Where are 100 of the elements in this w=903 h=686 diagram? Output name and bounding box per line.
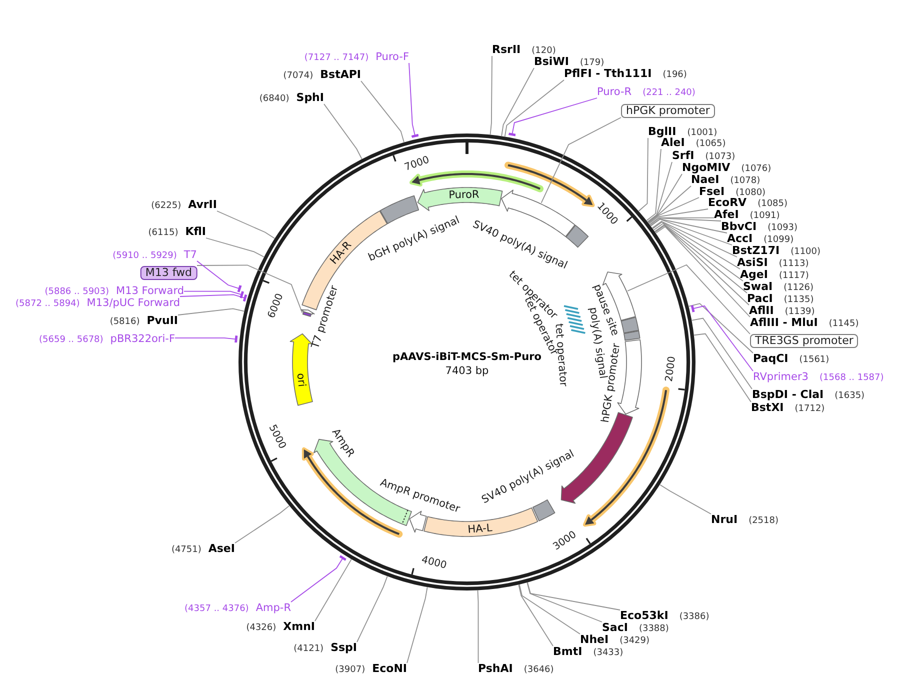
site-position: (1080): [736, 186, 766, 198]
leader-line: [647, 162, 672, 222]
leader-line: [408, 62, 420, 138]
site-position: (6840): [259, 93, 290, 105]
enzyme-name: SrfI: [672, 150, 694, 162]
site-position: (3388): [638, 623, 669, 635]
enzyme-name: KflI: [185, 226, 206, 238]
primer-range: (5659 .. 5678): [39, 334, 104, 346]
leader-line: [654, 225, 750, 306]
site-position: (7074): [283, 70, 314, 82]
enzyme-name: EcoRV: [708, 197, 747, 209]
site-position: (5816): [110, 316, 140, 328]
leader-line: [196, 264, 303, 314]
site-position: (4326): [246, 622, 276, 634]
enzyme-name: AsiSI: [737, 257, 768, 269]
leader-line: [406, 586, 428, 664]
enzyme-name: BstAPI: [320, 69, 361, 81]
site-position: (6225): [151, 200, 182, 212]
scale-number: 5000: [268, 424, 288, 450]
site-position: (1712): [794, 403, 825, 415]
leader-line: [654, 224, 748, 294]
site-position: (4121): [294, 643, 324, 655]
leader-line: [518, 584, 554, 646]
leader-line: [660, 484, 712, 514]
feature-tag: TRE3GS promoter: [750, 334, 858, 348]
site-position: (1078): [730, 175, 760, 187]
site-position: (1145): [828, 318, 859, 330]
site-position: (1100): [790, 246, 821, 258]
feature-name: HA-L: [466, 522, 492, 536]
primer-range: (5910 .. 5929): [112, 250, 177, 262]
site-position: (4751): [171, 544, 202, 556]
leader-line: [648, 186, 692, 223]
enzyme-name: AflII: [749, 305, 774, 317]
leader-line: [646, 148, 662, 221]
site-position: (1073): [705, 151, 736, 163]
leader-line: [526, 582, 602, 622]
primer-name: pBR322ori-F: [110, 333, 175, 345]
leader-line: [216, 210, 276, 239]
site-position: (1117): [778, 270, 809, 282]
leader-line: [653, 222, 744, 282]
site-position: (1076): [741, 163, 772, 175]
feature-name: PuroR: [448, 188, 480, 202]
primer-name: Puro-F: [376, 51, 409, 63]
scale-number: 2000: [664, 356, 677, 382]
leader-line: [477, 590, 479, 664]
enzyme-name: NgoMIV: [682, 162, 730, 174]
enzyme-name: EcoNI: [372, 663, 407, 675]
plasmid-size: 7403 bp: [445, 365, 489, 377]
leader-line: [688, 303, 754, 354]
primer-range: (5886 .. 5903): [44, 286, 110, 298]
leader-line: [174, 334, 238, 344]
leader-line: [314, 558, 352, 622]
leader-line: [206, 238, 264, 258]
enzyme-name: PaqCI: [753, 353, 788, 365]
site-position: (1085): [758, 198, 788, 210]
site-position: (2518): [748, 515, 778, 527]
leader-line: [324, 104, 362, 160]
enzyme-name: PacI: [747, 293, 773, 305]
site-position: (1093): [768, 222, 798, 234]
enzyme-name: FseI: [699, 186, 725, 198]
primer-range: (4357 .. 4376): [184, 603, 249, 615]
site-position: (1113): [778, 258, 809, 270]
enzyme-name: Eco53kI: [620, 610, 668, 622]
leader-line: [527, 582, 620, 610]
leader-line: [196, 260, 242, 294]
leader-line: [648, 208, 708, 224]
enzyme-name: AseI: [208, 543, 235, 555]
site-position: (1065): [696, 138, 726, 150]
feature-name: ori: [294, 372, 308, 388]
primer-range: (5872 .. 5894): [16, 298, 80, 310]
site-position: (1135): [784, 294, 814, 306]
enzyme-name: AflIII - MluI: [750, 317, 818, 329]
leader-line: [178, 308, 244, 316]
site-position: (120): [532, 45, 556, 56]
enzyme-name: BstXI: [751, 402, 784, 414]
enzyme-name: SwaI: [743, 281, 773, 293]
enzyme-name: SacI: [602, 622, 628, 634]
primer-range: (7127 .. 7147): [304, 52, 369, 64]
leader-line: [638, 138, 648, 212]
scale-number: 7000: [403, 156, 430, 173]
leader-line: [540, 117, 622, 204]
scale-number: 6000: [267, 292, 286, 320]
enzyme-name: BmtI: [553, 646, 582, 658]
leader-line: [180, 293, 248, 303]
enzyme-name: PflFI - Tth111I: [564, 68, 652, 80]
leader-line: [234, 505, 290, 544]
leader-line: [655, 226, 750, 318]
enzyme-name: AfeI: [714, 209, 739, 221]
plasmid-name: pAAVS-iBiT-MCS-Sm-Puro: [392, 351, 542, 363]
feature-tag: M13 fwd: [140, 266, 197, 280]
leader-line: [501, 68, 534, 136]
enzyme-name: AvrII: [188, 199, 217, 211]
site-position: (1561): [799, 354, 830, 366]
leader-line: [690, 304, 754, 372]
leader-line: [648, 174, 682, 223]
primer-name: RVprimer3: [753, 371, 808, 383]
leader-line: [507, 98, 598, 136]
site-position: (6115): [148, 227, 178, 239]
primer-name: M13 Forward: [116, 284, 184, 296]
site-position: (1091): [750, 210, 780, 222]
